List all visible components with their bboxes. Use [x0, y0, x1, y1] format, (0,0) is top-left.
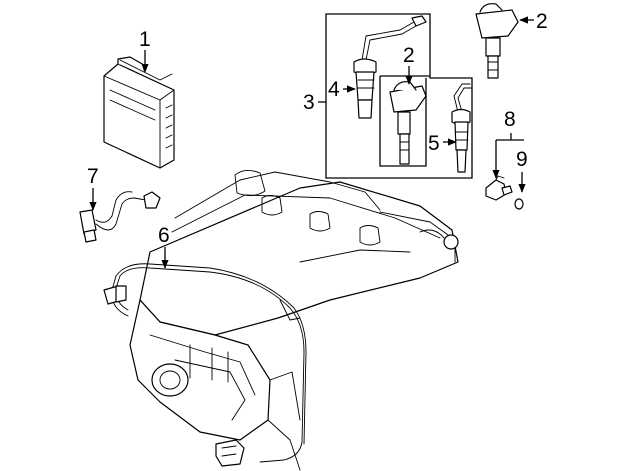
callout-9: 9: [516, 148, 528, 171]
callout-2: 2: [536, 10, 548, 33]
spark-plug-wire-set-box: [325, 13, 473, 179]
callout-6: 6: [158, 224, 170, 247]
callout-2-inner: 2: [403, 44, 415, 67]
callout-1: 1: [139, 28, 151, 51]
ignition-coil[interactable]: [475, 3, 519, 79]
callout-5: 5: [428, 132, 440, 155]
spark-plug-wire-5[interactable]: [451, 83, 473, 173]
engine-control-module[interactable]: [103, 56, 175, 169]
callout-8: 8: [504, 108, 516, 131]
callout-7: 7: [87, 165, 99, 188]
callout-4: 4: [328, 78, 340, 101]
callout-3: 3: [303, 91, 315, 114]
o-ring[interactable]: [514, 198, 524, 210]
leader-bracket-8: [496, 133, 524, 141]
engine-block-illustration: [129, 170, 459, 471]
camshaft-position-sensor[interactable]: [485, 175, 513, 201]
sensor-harness[interactable]: [79, 191, 161, 243]
crank-sensor-harness[interactable]: [103, 263, 307, 467]
spark-plug-wire-4[interactable]: [353, 15, 427, 119]
ignition-coil-inner[interactable]: [389, 81, 427, 165]
